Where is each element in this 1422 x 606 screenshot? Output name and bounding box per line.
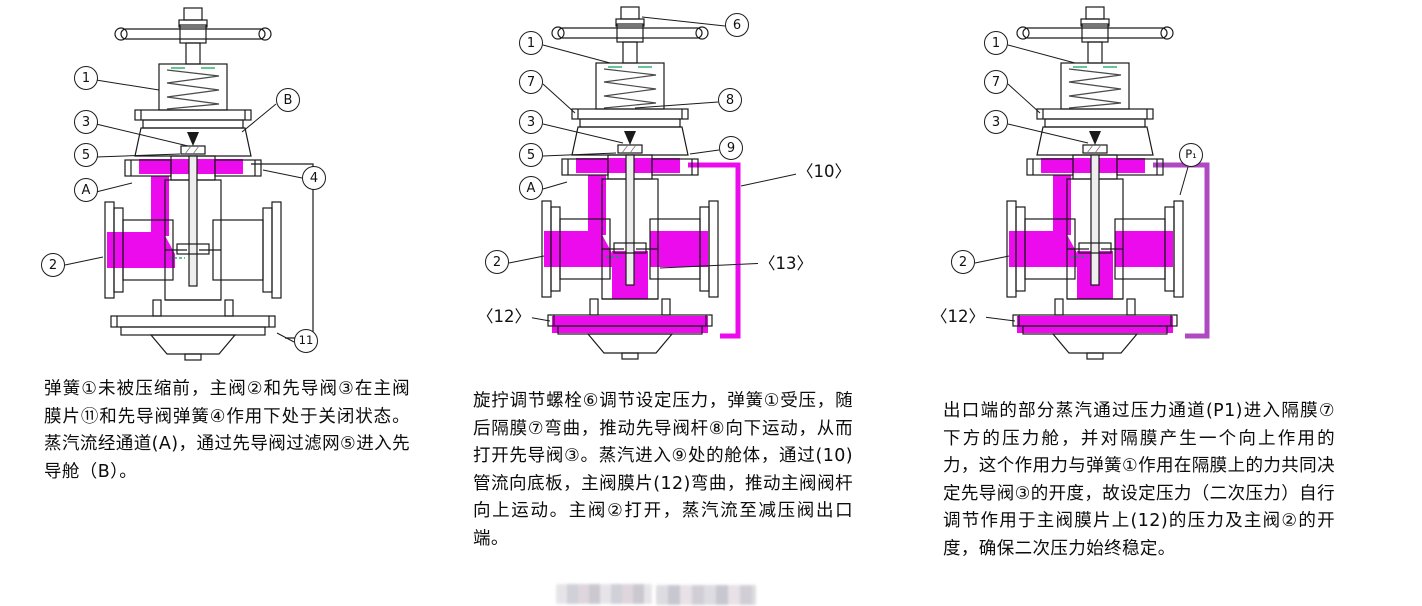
callout-main-valve: 2: [485, 250, 509, 274]
sensing-pipe: [251, 163, 314, 339]
callout-passage-a: A: [74, 178, 98, 202]
callout-chamber-9: 9: [719, 136, 743, 160]
valve-assembly: [1006, 6, 1210, 360]
callout-pilot-valve: 3: [74, 110, 98, 134]
callout-strainer: 5: [74, 143, 98, 167]
callout-adjust-bolt: 6: [725, 13, 749, 37]
callout-spring: 1: [984, 31, 1008, 55]
callout-diaphragm: 7: [984, 70, 1008, 94]
caption-panel-1: 弹簧①未被压缩前，主阀②和先导阀③在主阀膜片⑪和先导阀弹簧④作用下处于关闭状态。…: [44, 379, 410, 482]
valve-diagram-panel-3: [974, 6, 1210, 360]
callout-pilot-spring: 4: [302, 166, 326, 190]
valve-diagram-panel-2: [508, 6, 807, 360]
caption-panel-3: 出口端的部分蒸汽通过压力通道(P1)进入隔膜⑦下方的压力舱，并对隔膜产生一个向上…: [943, 401, 1335, 559]
redacted-watermark-left: [556, 584, 652, 604]
leader-lines: [974, 44, 1189, 322]
valve-assembly: [104, 7, 314, 361]
label-main-diaphragm-12: 〈12〉: [476, 303, 532, 327]
callout-main-diaphragm: 11: [294, 329, 318, 353]
callout-pressure-p1: P₁: [1179, 143, 1203, 167]
caption-panel-2: 旋拧调节螺栓⑥调节设定压力，弹簧①受压，随后隔膜⑦弯曲，推动先导阀杆⑧向下运动，…: [473, 391, 853, 549]
valve-assembly: [541, 6, 741, 360]
callout-spring: 1: [74, 66, 98, 90]
pressure-channel-p1-pipe: [1153, 162, 1210, 339]
callout-strainer: 5: [519, 143, 543, 167]
callout-main-valve: 2: [951, 250, 975, 274]
leader-lines: [64, 79, 303, 343]
callout-chamber-b: B: [276, 88, 300, 112]
label-main-stem-13: 〈13〉: [758, 250, 814, 274]
label-main-diaphragm-12: 〈12〉: [930, 303, 986, 327]
label-pipe-10: 〈10〉: [796, 158, 852, 182]
callout-main-valve: 2: [41, 253, 65, 277]
callout-pilot-valve: 3: [984, 110, 1008, 134]
callout-spring: 1: [519, 31, 543, 55]
callout-diaphragm: 7: [519, 70, 543, 94]
leader-lines: [508, 16, 807, 322]
pilot-flow-pipe: [688, 162, 741, 339]
redacted-watermark-right: [656, 585, 756, 605]
callout-pilot-stem: 8: [718, 88, 742, 112]
callout-passage-a: A: [519, 176, 543, 200]
callout-pilot-valve: 3: [519, 110, 543, 134]
